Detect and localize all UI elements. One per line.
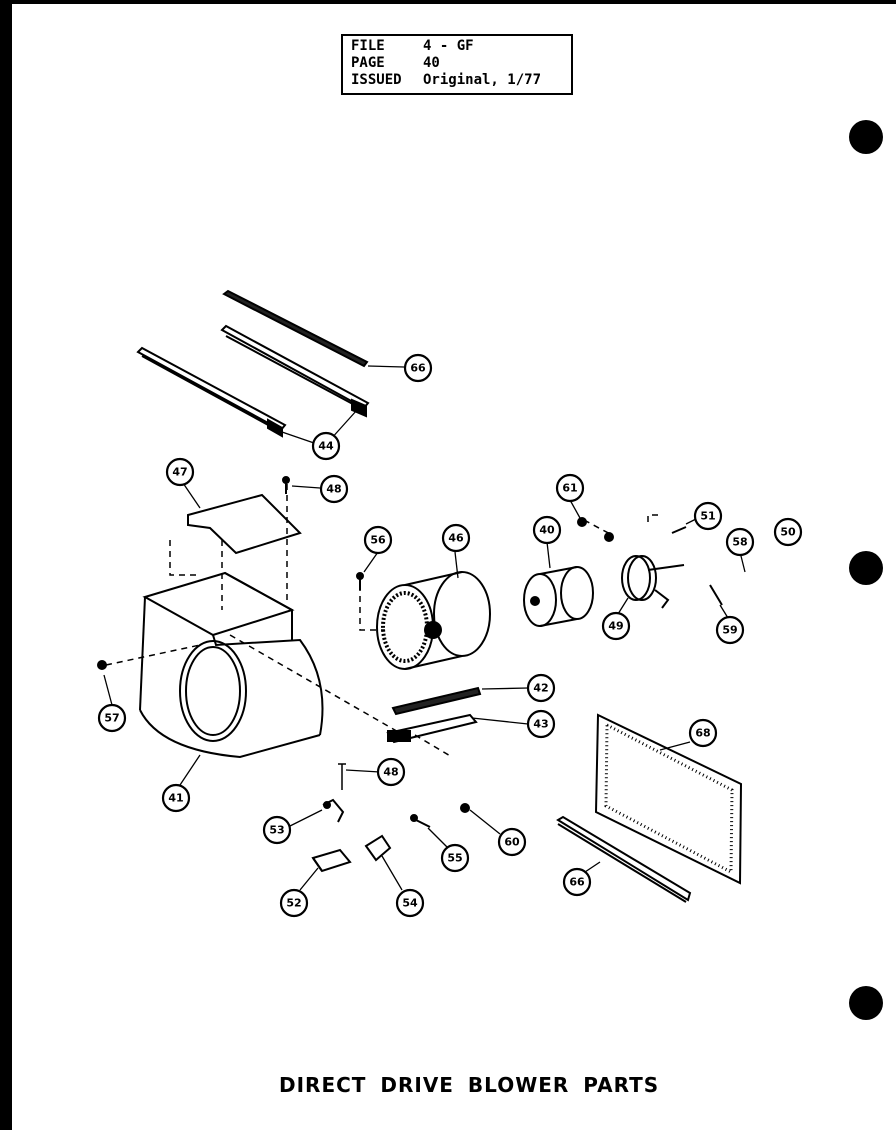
svg-text:56: 56 [370,534,386,547]
page-key: PAGE [351,55,385,71]
assembly-lines [105,484,660,758]
screw-48 [338,763,346,790]
blower-wheel-46 [376,571,491,670]
issued-value: Original, 1/77 [423,72,542,88]
svg-text:49: 49 [608,620,623,633]
filter-rail-66 [556,815,692,903]
rail-44 [136,346,287,438]
file-row: FILE 4 - GF [351,38,563,55]
svg-text:48: 48 [383,766,398,779]
callout-46: 46 [441,523,471,553]
callout-58: 58 [725,527,755,557]
motor-40 [523,566,594,627]
svg-text:53: 53 [269,824,284,837]
callout-43: 43 [526,709,556,739]
svg-text:60: 60 [504,836,520,849]
blower-housing-41 [139,571,324,759]
callout-60: 60 [497,827,527,857]
svg-text:50: 50 [780,526,796,539]
clip-53 [322,798,345,823]
callout-66: 66 [403,353,433,383]
strip-42 [391,686,482,716]
screw-48-top [282,476,290,494]
callout-48: 48 [376,757,406,787]
svg-text:40: 40 [539,524,555,537]
washer-50 [709,584,723,606]
svg-text:66: 66 [410,362,426,375]
callout-57: 57 [97,703,127,733]
callout-47: 47 [165,457,195,487]
screw-56 [356,572,364,590]
svg-text:58: 58 [732,536,747,549]
bracket-43 [386,713,478,744]
callout-44: 44 [311,431,341,461]
punch-hole [849,986,883,1020]
callout-42: 42 [526,673,556,703]
rail-bracket-66 [220,324,370,418]
callout-50: 50 [773,517,803,547]
svg-text:54: 54 [402,897,418,910]
svg-text:41: 41 [168,792,183,805]
capacitor-52 [311,848,352,873]
svg-text:61: 61 [562,482,577,495]
svg-text:51: 51 [700,510,715,523]
svg-text:44: 44 [318,440,334,453]
svg-text:52: 52 [286,897,301,910]
callout-49: 49 [601,611,631,641]
filter-68 [594,713,743,885]
issued-row: ISSUED Original, 1/77 [351,72,563,89]
callout-61: 61 [555,473,585,503]
callout-41: 41 [161,783,191,813]
callout-54: 54 [395,888,425,918]
page-row: PAGE 40 [351,55,563,72]
svg-text:47: 47 [172,466,187,479]
svg-text:46: 46 [448,532,464,545]
clip-55 [410,814,431,828]
punch-hole [849,551,883,585]
issued-key: ISSUED [351,72,402,88]
leader-lines [103,365,746,891]
file-value: 4 - GF [423,38,474,54]
svg-text:43: 43 [533,718,548,731]
svg-text:66: 66 [569,876,585,889]
page-value: 40 [423,55,440,71]
callout-40: 40 [532,515,562,545]
clip-54 [364,834,392,862]
callout-52: 52 [279,888,309,918]
callout-55: 55 [440,843,470,873]
page-title: DIRECT DRIVE BLOWER PARTS [279,1073,660,1097]
screw-57 [97,660,107,670]
svg-text:48: 48 [326,483,341,496]
cutoff-plate-47 [187,493,302,555]
callout-53: 53 [262,815,292,845]
callout-48: 48 [319,474,349,504]
callout-68: 68 [688,718,718,748]
slotted-rail-66 [222,289,369,368]
svg-text:68: 68 [695,727,710,740]
file-info-box: FILE 4 - GF PAGE 40 ISSUED Original, 1/7… [341,34,573,95]
motor-mount-49 [621,555,685,609]
callout-59: 59 [715,615,745,645]
svg-text:42: 42 [533,682,548,695]
screw-51 [671,526,687,534]
punch-hole [849,120,883,154]
nut-61 [577,517,614,542]
callout-66: 66 [562,867,592,897]
file-key: FILE [351,38,385,54]
svg-text:55: 55 [447,852,462,865]
svg-text:59: 59 [722,624,737,637]
svg-text:57: 57 [104,712,119,725]
callout-51: 51 [693,501,723,531]
callout-56: 56 [363,525,393,555]
screw-60 [460,803,470,813]
